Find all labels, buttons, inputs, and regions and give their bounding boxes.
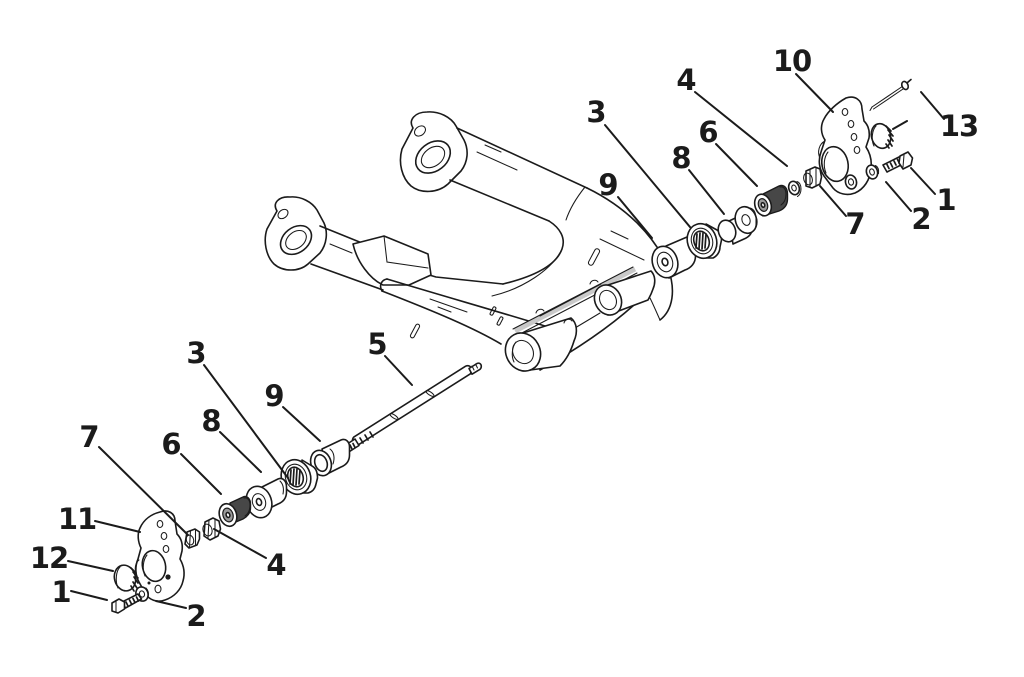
- needle-bearing-left: [280, 458, 319, 496]
- pivot-tube-left: [504, 317, 578, 372]
- leader-line: [98, 446, 189, 536]
- callout-pivot-bracket-right: 10: [773, 44, 834, 113]
- callout-washer-right: 4: [676, 63, 788, 167]
- callout-label: 5: [367, 327, 386, 361]
- leader-line: [795, 73, 834, 113]
- leader-line: [384, 355, 413, 386]
- callout-spacer-left: 6: [161, 427, 222, 495]
- pivot-tube-right: [593, 270, 656, 316]
- bushing-left: [245, 477, 288, 519]
- leader-line: [688, 169, 725, 215]
- callout-label: 8: [671, 141, 690, 175]
- bushing-right: [717, 205, 758, 245]
- needle-bearing-right: [686, 222, 723, 260]
- callout-spacer-right: 6: [698, 115, 758, 187]
- adjuster-slot: [587, 248, 601, 266]
- callout-label: 6: [698, 115, 717, 149]
- callout-bolt-right: 1: [910, 167, 957, 217]
- callout-label: 2: [186, 599, 205, 633]
- adjuster-slot: [409, 323, 421, 339]
- leader-line: [885, 181, 912, 212]
- cap-right: [870, 122, 894, 150]
- callout-cap-left: 12: [30, 541, 114, 575]
- callout-label: 10: [773, 44, 811, 78]
- callout-flat-washer-left: 2: [155, 599, 207, 633]
- callout-label: 1: [51, 575, 70, 609]
- callout-label: 6: [161, 427, 180, 461]
- leader-line: [819, 185, 847, 217]
- callout-bushing-right: 8: [671, 141, 725, 215]
- callout-label: 13: [940, 109, 978, 143]
- pivot-shaft: [342, 362, 483, 454]
- screw: [869, 78, 912, 112]
- callout-label: 7: [79, 420, 98, 454]
- callout-label: 9: [264, 379, 283, 413]
- leader-line: [94, 520, 141, 533]
- callout-label: 11: [58, 502, 96, 536]
- callout-locknut-left: 7: [79, 420, 189, 536]
- callout-pivot-bracket-left: 11: [58, 502, 141, 536]
- callout-label: 7: [845, 207, 864, 241]
- bracket-tab: [352, 235, 432, 286]
- leader-line: [70, 590, 108, 601]
- callout-label: 2: [911, 202, 930, 236]
- callout-label: 1: [936, 183, 955, 217]
- cap-left: [113, 564, 139, 592]
- callout-needle-bearing-right: 3: [586, 95, 691, 228]
- spacer-right: [753, 184, 789, 217]
- callout-pivot-shaft: 5: [367, 327, 413, 386]
- pivot-bracket-left: [134, 510, 185, 602]
- nut-left: [202, 517, 222, 541]
- leader-line: [67, 560, 114, 572]
- locknut-left: [184, 528, 201, 549]
- bolt-right: [882, 151, 914, 173]
- callout-flat-washer-right: 2: [885, 181, 932, 236]
- leader-line: [715, 143, 758, 187]
- callout-bolt-left: 1: [51, 575, 108, 609]
- swingarm-body: [264, 111, 674, 372]
- flat-washer-right: [865, 164, 880, 180]
- pivot-bracket-right: [818, 96, 873, 196]
- callout-screw: 13: [920, 91, 979, 143]
- callout-sleeve-right: 9: [598, 168, 653, 239]
- leader-line: [282, 406, 321, 442]
- callout-label: 3: [186, 336, 205, 370]
- leader-line: [203, 364, 289, 479]
- callout-label: 9: [598, 168, 617, 202]
- axle-clevis-right: [399, 111, 468, 193]
- callout-needle-bearing-left: 3: [186, 336, 289, 479]
- callout-label: 3: [586, 95, 605, 129]
- callout-locknut-right: 7: [819, 185, 866, 241]
- callout-bushing-left: 8: [201, 404, 262, 473]
- callout-label: 8: [201, 404, 220, 438]
- callout-nut-left: 4: [213, 528, 287, 582]
- leader-line: [219, 431, 262, 473]
- callout-label: 4: [266, 548, 285, 582]
- leader-line: [920, 91, 945, 120]
- leader-line: [155, 600, 187, 609]
- leader-line: [910, 167, 936, 195]
- locknut-right: [803, 166, 823, 189]
- leader-line: [213, 528, 267, 559]
- leader-line: [617, 196, 653, 239]
- callout-sleeve-left: 9: [264, 379, 321, 442]
- spacer-left: [218, 495, 252, 528]
- leader-line: [694, 91, 788, 167]
- callout-label: 12: [30, 541, 68, 575]
- axle-clevis-left: [264, 196, 328, 271]
- bolt-left: [111, 593, 143, 614]
- washer-right: [787, 180, 802, 198]
- leader-line: [180, 453, 222, 495]
- callout-label: 4: [676, 63, 695, 97]
- leader-line: [604, 124, 691, 228]
- leader-line-cap-right: [892, 120, 908, 130]
